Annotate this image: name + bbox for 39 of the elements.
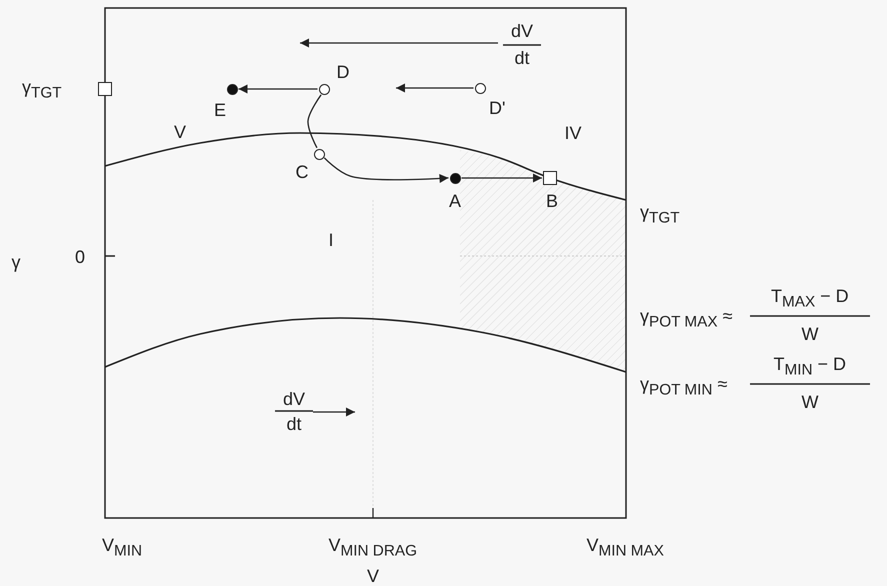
tick-label: V$_{MIN DRAG}$ xyxy=(328,536,418,558)
fraction-numerator: T$_{MIN}$ − D xyxy=(774,354,846,378)
region-label: I xyxy=(328,231,334,249)
point-label: γ$_{TGT}$ xyxy=(22,78,62,100)
axis-label: γ xyxy=(12,253,20,271)
fraction-denominator: W xyxy=(802,325,818,343)
connector-line xyxy=(307,94,322,148)
arrow xyxy=(462,174,542,182)
region-label: IV xyxy=(564,124,582,142)
arrow xyxy=(238,84,318,94)
open-point xyxy=(318,84,330,94)
arrow xyxy=(396,84,474,92)
tick-label: V$_{MIN}$ xyxy=(102,536,142,558)
point-label: B xyxy=(546,192,558,210)
curve-label: γ$_{TGT}$ xyxy=(640,202,680,226)
point-label: D xyxy=(336,63,350,81)
point-label: A xyxy=(449,192,462,210)
fraction-numerator: dV xyxy=(283,390,306,408)
fraction-numerator: T$_{MAX}$ − D xyxy=(771,286,849,310)
fraction-numerator: dV xyxy=(511,22,534,40)
square-marker xyxy=(543,171,557,185)
point-label: C xyxy=(296,163,308,181)
arrow xyxy=(324,157,449,183)
filled-point xyxy=(226,84,238,94)
region-label: V xyxy=(174,123,186,141)
fraction-denominator: dt xyxy=(286,415,302,433)
filled-point xyxy=(450,172,460,184)
axis-label: V xyxy=(367,567,380,585)
formula-label: γ$_{POT MAX}$ ≈ xyxy=(640,306,732,330)
point-label: D' xyxy=(489,99,506,117)
tick-label: 0 xyxy=(75,248,86,266)
open-point xyxy=(474,82,486,94)
square-marker xyxy=(98,82,112,96)
fraction-denominator: dt xyxy=(514,49,530,67)
fraction-denominator: W xyxy=(802,393,818,411)
formula-label: γ$_{POT MIN}$ ≈ xyxy=(640,374,728,398)
point-label: E xyxy=(214,101,226,119)
tick-label: V$_{MIN MAX}$ xyxy=(586,536,664,558)
open-point xyxy=(314,148,324,160)
